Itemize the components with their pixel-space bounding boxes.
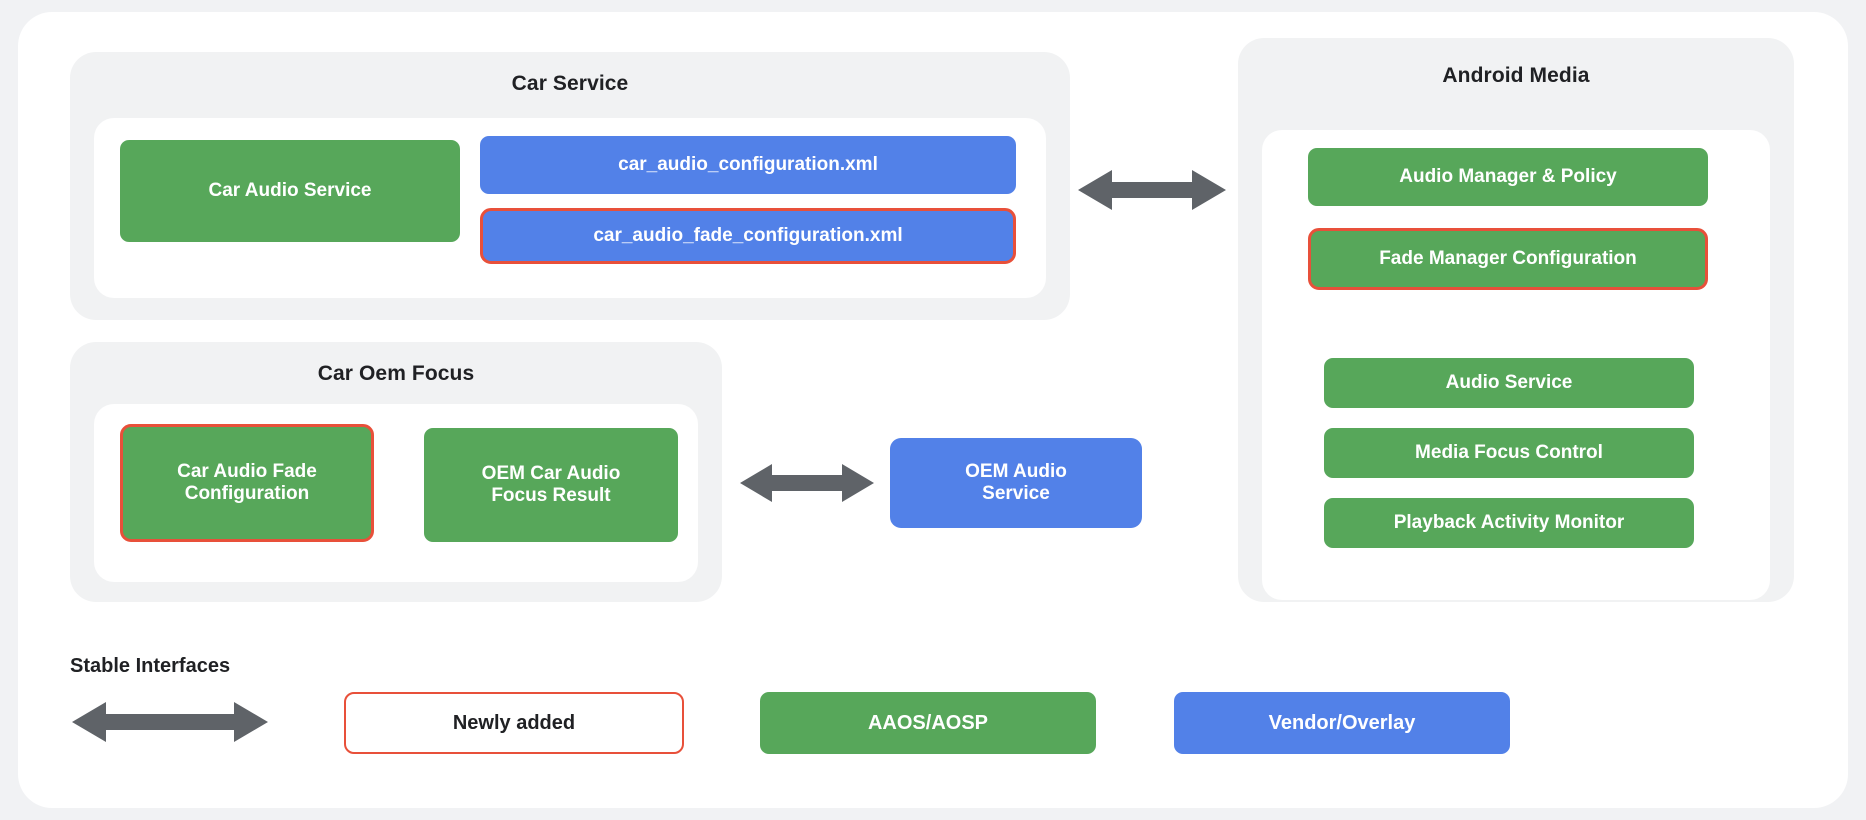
node-car-audio-fade-configuration[interactable]: Car Audio Fade Configuration xyxy=(120,424,374,542)
legend-chip-vendor-overlay[interactable]: Vendor/Overlay xyxy=(1174,692,1510,754)
arrow-car-oem-focus-to-oem-audio-service xyxy=(740,462,874,504)
node-fade-manager-configuration[interactable]: Fade Manager Configuration xyxy=(1308,228,1708,290)
group-car-service-title: Car Service xyxy=(511,72,629,95)
node-car-audio-fade-configuration-xml[interactable]: car_audio_fade_configuration.xml xyxy=(480,208,1016,264)
node-oem-car-audio-focus-result[interactable]: OEM Car Audio Focus Result xyxy=(424,428,678,542)
group-car-service: Car Service Car Audio Service car_audio_… xyxy=(70,52,1070,320)
arrow-car-service-to-android-media xyxy=(1078,168,1226,212)
node-car-audio-configuration-xml[interactable]: car_audio_configuration.xml xyxy=(480,136,1016,194)
group-car-oem-focus: Car Oem Focus Car Audio Fade Configurati… xyxy=(70,342,722,602)
group-android-media-title: Android Media xyxy=(1442,64,1590,87)
legend-arrow-stable-interfaces xyxy=(72,700,268,744)
node-audio-service[interactable]: Audio Service xyxy=(1324,358,1694,408)
legend-title: Stable Interfaces xyxy=(70,655,231,677)
legend-chip-newly-added[interactable]: Newly added xyxy=(344,692,684,754)
group-android-media: Android Media Audio Manager & Policy Fad… xyxy=(1238,38,1794,602)
node-car-audio-service[interactable]: Car Audio Service xyxy=(120,140,460,242)
node-playback-activity-monitor[interactable]: Playback Activity Monitor xyxy=(1324,498,1694,548)
node-media-focus-control[interactable]: Media Focus Control xyxy=(1324,428,1694,478)
node-audio-manager-and-policy[interactable]: Audio Manager & Policy xyxy=(1308,148,1708,206)
legend-chip-aaos-aosp[interactable]: AAOS/AOSP xyxy=(760,692,1096,754)
group-car-oem-focus-title: Car Oem Focus xyxy=(317,362,475,385)
node-oem-audio-service[interactable]: OEM Audio Service xyxy=(890,438,1142,528)
